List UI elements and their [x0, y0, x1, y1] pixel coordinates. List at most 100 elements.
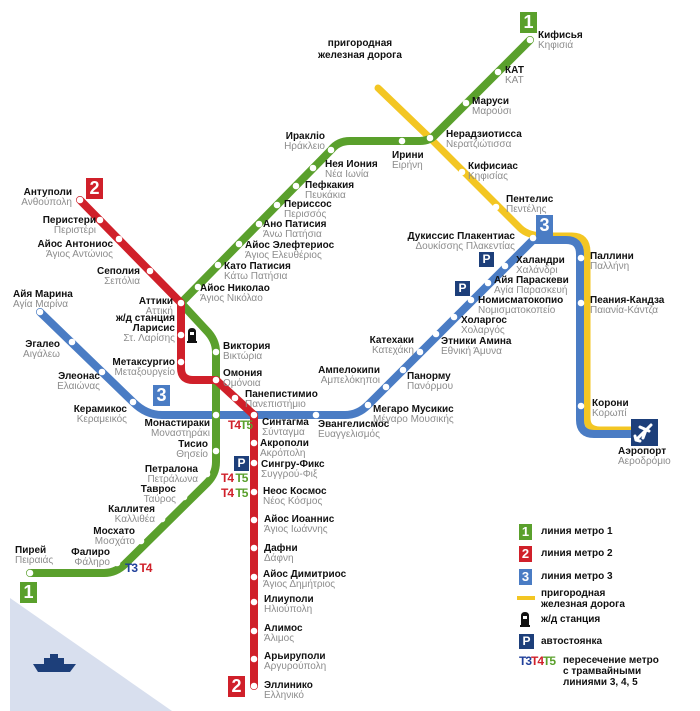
station-dot[interactable] — [212, 376, 220, 384]
station-dot[interactable] — [432, 330, 440, 338]
station-dot[interactable] — [231, 394, 239, 402]
station-dot[interactable] — [203, 470, 211, 478]
station-dot[interactable] — [250, 411, 258, 419]
station-dot[interactable] — [250, 439, 258, 447]
station-dot[interactable] — [526, 36, 534, 44]
station-dot[interactable] — [76, 196, 84, 204]
station-dot[interactable] — [255, 220, 263, 228]
station-dot[interactable] — [235, 240, 243, 248]
station-dot[interactable] — [194, 283, 202, 291]
station-dot[interactable] — [68, 338, 76, 346]
station-dot[interactable] — [250, 682, 258, 690]
station-dot[interactable] — [26, 569, 34, 577]
station-dot[interactable] — [250, 516, 258, 524]
station-dot[interactable] — [250, 544, 258, 552]
station-dot[interactable] — [312, 411, 320, 419]
station-dot[interactable] — [458, 168, 466, 176]
station-dot[interactable] — [426, 134, 434, 142]
station-dot[interactable] — [577, 254, 585, 262]
station-dot[interactable] — [398, 137, 406, 145]
station-dot[interactable] — [577, 299, 585, 307]
station-dot[interactable] — [115, 235, 123, 243]
station-dot[interactable] — [250, 573, 258, 581]
station-dot[interactable] — [501, 262, 509, 270]
station-dot[interactable] — [364, 401, 372, 409]
station-dot[interactable] — [484, 279, 492, 287]
station-dot[interactable] — [250, 655, 258, 663]
station-dot[interactable] — [382, 383, 390, 391]
station-dot[interactable] — [250, 598, 258, 606]
station-dot[interactable] — [250, 459, 258, 467]
station-dot[interactable] — [158, 515, 166, 523]
station-dot[interactable] — [273, 201, 281, 209]
station-dot[interactable] — [399, 366, 407, 374]
station-dot[interactable] — [177, 331, 185, 339]
station-dot[interactable] — [36, 308, 44, 316]
station-dot[interactable] — [180, 493, 188, 501]
station-dot[interactable] — [212, 348, 220, 356]
station-dot[interactable] — [450, 313, 458, 321]
station-dot[interactable] — [177, 358, 185, 366]
station-dot[interactable] — [137, 537, 145, 545]
station-dot[interactable] — [577, 402, 585, 410]
station-dot[interactable] — [129, 398, 137, 406]
station-dot[interactable] — [146, 267, 154, 275]
station-dot[interactable] — [250, 488, 258, 496]
station-dot[interactable] — [212, 447, 220, 455]
station-dot[interactable] — [96, 216, 104, 224]
station-dot[interactable] — [214, 261, 222, 269]
station-dot[interactable] — [492, 203, 500, 211]
station-dot[interactable] — [494, 68, 502, 76]
station-dot[interactable] — [113, 559, 121, 567]
